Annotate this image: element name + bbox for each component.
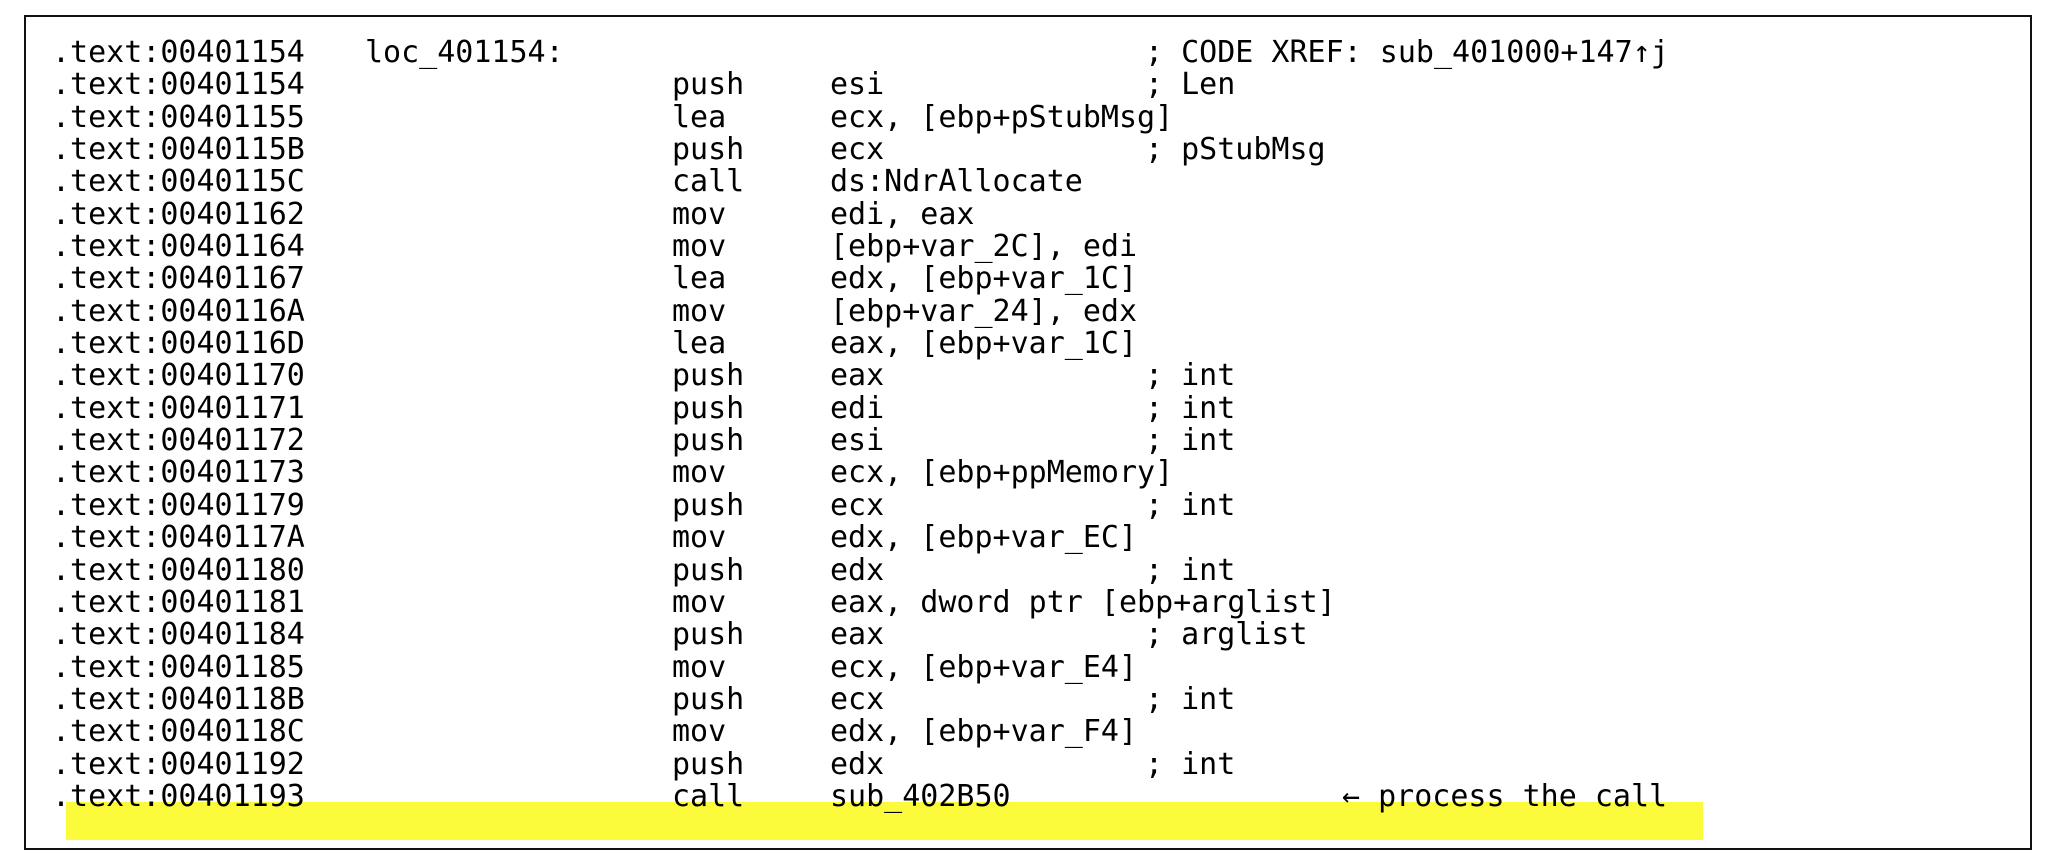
- address: .text:00401167: [52, 261, 305, 297]
- disassembly-panel: .text:00401154 loc_401154: ; CODE XREF: su…: [24, 15, 2032, 850]
- operands: esi: [830, 423, 885, 459]
- mnemonic: mov: [672, 649, 727, 685]
- operands: ecx, [ebp+var_E4]: [830, 649, 1138, 685]
- mnemonic: push: [672, 358, 745, 394]
- address: .text:00401154: [52, 67, 305, 103]
- operands: [ebp+var_24], edx: [830, 293, 1138, 329]
- address: .text:00401172: [52, 423, 305, 459]
- mnemonic: mov: [672, 584, 727, 620]
- address: .text:00401154: [52, 35, 305, 70]
- address: .text:00401180: [52, 552, 305, 588]
- mnemonic: mov: [672, 229, 727, 265]
- address: .text:00401171: [52, 390, 305, 426]
- address: .text:0040117A: [52, 520, 305, 556]
- address: .text:00401184: [52, 617, 305, 653]
- operands: ecx: [830, 681, 885, 717]
- operands: eax, [ebp+var_1C]: [830, 326, 1138, 362]
- address: .text:00401155: [52, 99, 305, 135]
- mnemonic: mov: [672, 455, 727, 491]
- comment: ; arglist: [1145, 617, 1308, 653]
- operands: ds:NdrAllocate: [830, 164, 1083, 200]
- comment: ; int: [1145, 552, 1236, 588]
- operands: esi: [830, 67, 885, 103]
- mnemonic: mov: [672, 293, 727, 329]
- operands: edx, [ebp+var_1C]: [830, 261, 1138, 297]
- operands: eax: [830, 358, 885, 394]
- comment: ; int: [1145, 681, 1236, 717]
- operands: [ebp+var_2C], edi: [830, 229, 1138, 265]
- mnemonic: push: [672, 390, 745, 426]
- mnemonic: push: [672, 67, 745, 103]
- comment: ; CODE XREF: sub_401000+147↑j: [1145, 35, 1669, 70]
- address: .text:00401181: [52, 584, 305, 620]
- mnemonic: push: [672, 617, 745, 653]
- annotation-note: ← process the call: [1342, 778, 1668, 814]
- address: .text:0040116D: [52, 326, 305, 362]
- address: .text:0040115B: [52, 132, 305, 168]
- comment: ; int: [1145, 746, 1236, 782]
- address: .text:00401164: [52, 229, 305, 265]
- mnemonic: push: [672, 552, 745, 588]
- mnemonic: lea: [672, 326, 727, 362]
- highlighted-line-background: [66, 802, 1703, 840]
- operands: edx: [830, 746, 885, 782]
- address: .text:0040115C: [52, 164, 305, 200]
- comment: ; int: [1145, 390, 1236, 426]
- mnemonic: call: [672, 778, 745, 814]
- mnemonic: push: [672, 746, 745, 782]
- mnemonic: mov: [672, 520, 727, 556]
- operands: ecx: [830, 487, 885, 523]
- mnemonic: call: [672, 164, 745, 200]
- operands: ecx, [ebp+ppMemory]: [830, 455, 1174, 491]
- mnemonic: push: [672, 681, 745, 717]
- comment: ; pStubMsg: [1145, 132, 1326, 168]
- operands: edx: [830, 552, 885, 588]
- address: .text:0040118C: [52, 714, 305, 750]
- mnemonic: mov: [672, 196, 727, 232]
- address: .text:00401193: [52, 778, 305, 814]
- operands: edx, [ebp+var_F4]: [830, 714, 1138, 750]
- address: .text:0040116A: [52, 293, 305, 329]
- operands: edx, [ebp+var_EC]: [830, 520, 1138, 556]
- mnemonic: push: [672, 132, 745, 168]
- address: .text:00401179: [52, 487, 305, 523]
- mnemonic: push: [672, 423, 745, 459]
- operands: eax: [830, 617, 885, 653]
- operands: edi: [830, 390, 885, 426]
- comment: ; int: [1145, 423, 1236, 459]
- mnemonic: lea: [672, 261, 727, 297]
- operands: ecx, [ebp+pStubMsg]: [830, 99, 1174, 135]
- mnemonic: push: [672, 487, 745, 523]
- operands: ecx: [830, 132, 885, 168]
- mnemonic: mov: [672, 714, 727, 750]
- comment: ; int: [1145, 358, 1236, 394]
- address: .text:00401170: [52, 358, 305, 394]
- address: .text:00401192: [52, 746, 305, 782]
- address: .text:00401185: [52, 649, 305, 685]
- address: .text:00401173: [52, 455, 305, 491]
- comment: ; int: [1145, 487, 1236, 523]
- address: .text:0040118B: [52, 681, 305, 717]
- operands: eax, dword ptr [ebp+arglist]: [830, 584, 1336, 620]
- code-label[interactable]: loc_401154:: [365, 35, 564, 70]
- operands[interactable]: sub_402B50: [830, 778, 1011, 814]
- address: .text:00401162: [52, 196, 305, 232]
- comment: ; Len: [1145, 67, 1236, 103]
- mnemonic: lea: [672, 99, 727, 135]
- operands: edi, eax: [830, 196, 975, 232]
